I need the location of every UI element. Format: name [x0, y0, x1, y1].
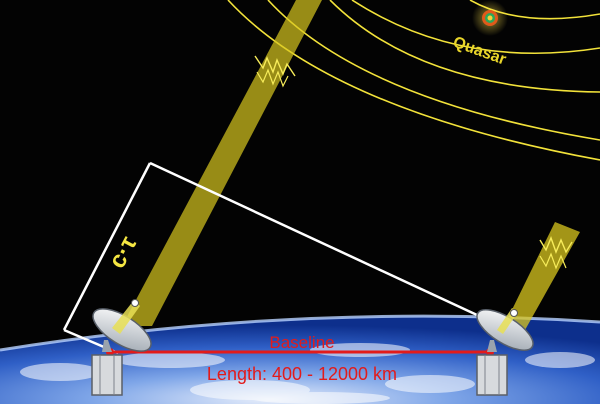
quasar-label: Quasar: [451, 34, 509, 69]
right-telescope: [476, 308, 534, 396]
delay-label: c·τ: [103, 232, 142, 273]
earth-clouds: [20, 343, 595, 404]
right-beam: [506, 222, 580, 330]
left-beam: [122, 0, 322, 326]
wavefront-line: [149, 161, 506, 330]
radio-telescope-icon: [476, 308, 534, 396]
quasar-icon: [472, 0, 508, 36]
radio-telescope-icon: [91, 299, 152, 396]
length-label: Length: 400 - 12000 km: [207, 364, 397, 384]
delay-line: [62, 162, 152, 331]
left-telescope: [91, 299, 152, 396]
baseline-label: Baseline: [269, 333, 334, 352]
